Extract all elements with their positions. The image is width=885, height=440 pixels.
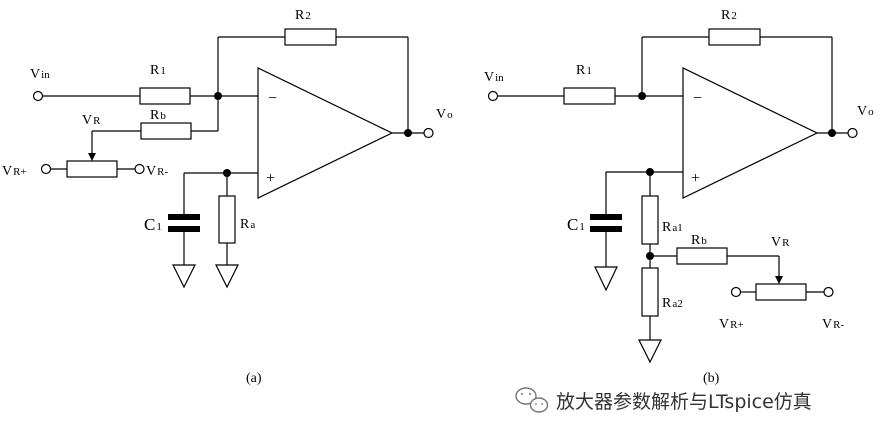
r2-label-b: R2: [721, 8, 737, 23]
op-amp-b: [682, 67, 819, 199]
ra-label-a: Ra: [240, 217, 255, 232]
vr-label-a: VR: [82, 113, 101, 128]
op-amp-b-minus-sign: −: [693, 90, 702, 107]
vr-label-b: VR: [771, 235, 790, 250]
vo-terminal-a: [423, 127, 434, 139]
r2-label-a: R2: [295, 8, 311, 23]
junction-b: [828, 129, 836, 137]
r1-resistor-a: [139, 87, 191, 105]
vr-plus-terminal-a: [40, 163, 52, 175]
vin-terminal-a: [32, 90, 44, 102]
c1-label-a: C1: [144, 215, 162, 234]
ground-symbol-b: [594, 266, 618, 292]
r1-label-b: R1: [576, 63, 592, 78]
watermark-text: 放大器参数解析与LTspice仿真: [556, 391, 812, 413]
ra2-resistor-b: [641, 267, 659, 317]
watermark: 放大器参数解析与LTspice仿真: [515, 387, 812, 413]
vr-potentiometer-a: [66, 160, 118, 178]
ra1-resistor-b: [641, 195, 659, 245]
junction-a: [404, 129, 412, 137]
ra-resistor-a: [218, 195, 236, 244]
rb-resistor-a: [140, 122, 192, 140]
wiper-arrow-a: [88, 153, 96, 161]
rb-label-a: Rb: [150, 108, 166, 123]
c1-label-b: C1: [567, 215, 585, 234]
r1-resistor-b: [563, 87, 616, 105]
caption-b: (b): [703, 371, 720, 386]
vr-minus-terminal-b: [823, 286, 834, 298]
ground-symbol-a: [172, 264, 196, 289]
vr-plus-label-b: VR+: [719, 317, 744, 332]
ground-symbol-a: [215, 264, 239, 289]
ra2-label-b: Ra2: [662, 296, 683, 311]
r2-resistor-a: [284, 28, 337, 46]
rb-resistor-b: [676, 247, 728, 265]
vo-label-a: Vo: [436, 107, 453, 122]
vin-label-a: Vin: [30, 67, 50, 82]
r2-resistor-b: [708, 28, 761, 46]
wiper-arrow-b: [775, 276, 783, 284]
op-amp-b-plus-sign: +: [691, 170, 700, 187]
circuit-b: − +: [484, 8, 874, 386]
vr-plus-label-a: VR+: [2, 164, 27, 179]
vr-minus-label-b: VR-: [822, 317, 844, 332]
op-amp-a-plus-sign: +: [266, 170, 275, 187]
ground-symbol-b: [638, 339, 662, 364]
vo-label-b: Vo: [857, 104, 874, 119]
op-amp-a: [257, 67, 394, 199]
vr-minus-terminal-a: [134, 163, 145, 175]
ra1-label-b: Ra1: [662, 220, 683, 235]
vr-potentiometer-b: [755, 283, 807, 301]
vo-terminal-b: [847, 127, 858, 139]
vr-plus-terminal-b: [730, 286, 742, 298]
vin-label-b: Vin: [484, 70, 504, 85]
r1-label-a: R1: [150, 63, 166, 78]
wechat-icon: [515, 387, 549, 413]
rb-label-b: Rb: [691, 233, 707, 248]
vr-minus-label-a: VR-: [146, 164, 168, 179]
caption-a: (a): [246, 371, 262, 386]
circuit-a: − +: [2, 8, 453, 386]
vin-terminal-b: [487, 90, 499, 102]
op-amp-a-minus-sign: −: [268, 90, 277, 107]
